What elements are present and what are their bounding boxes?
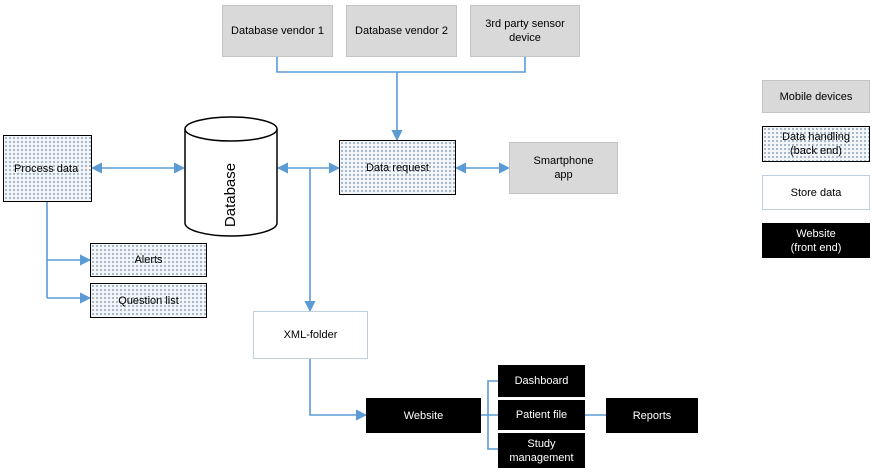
vendors-to-data-request-line xyxy=(276,57,526,73)
alerts-box: Alerts xyxy=(90,243,207,277)
xml-folder-box: XML-folder xyxy=(253,311,368,359)
question-list-box: Question list xyxy=(90,283,207,318)
database-label: Database xyxy=(222,162,239,228)
study-management-box: Study management xyxy=(498,433,585,468)
legend-mobile-devices: Mobile devices xyxy=(762,80,870,113)
website-box: Website xyxy=(366,398,481,433)
smartphone-app-box: Smartphone app xyxy=(509,142,618,194)
legend-data-handling: Data handling (back end) xyxy=(762,126,870,162)
database-vendor-2-box: Database vendor 2 xyxy=(346,5,457,57)
xml-to-website-arrow xyxy=(309,359,368,421)
legend-website-front-end: Website (front end) xyxy=(762,223,870,258)
data-request-box: Data request xyxy=(339,140,456,195)
sensor-device-box: 3rd party sensor device xyxy=(470,5,580,57)
pages-bracket-line xyxy=(487,380,498,450)
patient-file-box: Patient file xyxy=(498,400,585,430)
reports-box: Reports xyxy=(606,398,698,433)
dashboard-box: Dashboard xyxy=(498,365,585,397)
database-vendor-1-box: Database vendor 1 xyxy=(222,5,333,57)
database-cylinder xyxy=(184,116,278,237)
process-data-box: Process data xyxy=(3,135,92,202)
legend-store-data: Store data xyxy=(762,175,870,210)
